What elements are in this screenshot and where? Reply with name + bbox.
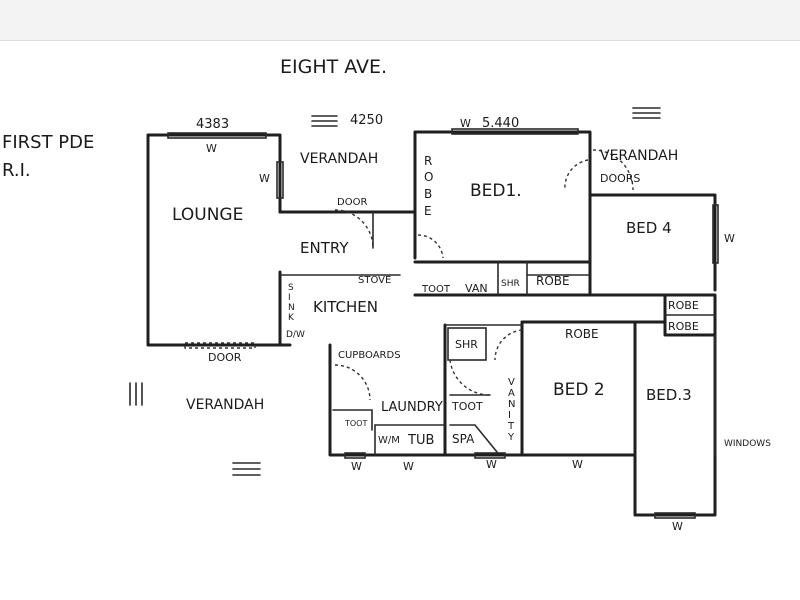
- door-lounge-bottom: [184, 342, 256, 349]
- vanity-y: Y: [507, 432, 515, 443]
- robe-v-o: O: [424, 170, 433, 184]
- wall-bed4: [588, 193, 717, 292]
- room-entry: ENTRY: [300, 239, 349, 257]
- room-kitchen: KITCHEN: [313, 298, 378, 316]
- laundry-toot-box: [332, 409, 373, 431]
- wall-laundry: [328, 343, 637, 457]
- robe-v-e: E: [424, 204, 432, 218]
- robe-bed2: ROBE: [565, 327, 599, 341]
- sink-vertical-label: S I N K: [288, 283, 295, 323]
- w-bed3: W: [672, 520, 683, 533]
- room-bed3: BED.3: [646, 386, 692, 404]
- dim-lounge: 4383: [196, 117, 229, 132]
- wall-lounge-outer: [146, 133, 292, 347]
- doors-verandah-label: DOORS: [600, 172, 640, 185]
- window-bed1-top: [451, 128, 579, 135]
- w-bed1-top: W: [460, 117, 471, 130]
- vanity-vertical-label: V A N I T Y: [507, 377, 515, 443]
- wm-label: W/M: [378, 435, 400, 446]
- laundry-shower-box: [447, 327, 487, 361]
- tub-label: TUB: [407, 433, 434, 448]
- door-lounge-label: DOOR: [208, 351, 242, 364]
- street-left-line2: R.I.: [2, 160, 31, 181]
- vanity-i: I: [508, 410, 511, 421]
- spa-shape: [449, 424, 498, 453]
- robe-vertical-label: R O B E: [424, 154, 433, 218]
- toot-laundry-label: TOOT: [451, 400, 483, 413]
- window-bed3: [654, 512, 696, 519]
- sink-n: N: [288, 303, 295, 313]
- door-swing-laundry: [334, 364, 371, 401]
- vanity-v: V: [508, 377, 515, 388]
- toot-bath: TOOT: [421, 284, 451, 295]
- room-lounge: LOUNGE: [172, 205, 243, 225]
- w-bed2: W: [572, 458, 583, 471]
- robe-v-r: R: [424, 154, 432, 168]
- robe-bed4: ROBE: [668, 299, 699, 312]
- window-lounge-right: [276, 161, 284, 199]
- window-bed4: [712, 204, 719, 264]
- vanity-a: A: [508, 388, 515, 399]
- street-top-label: EIGHT AVE.: [280, 56, 387, 78]
- robe-v-b: B: [424, 187, 432, 201]
- w-laundry-1: W: [351, 460, 362, 473]
- room-laundry: LAUNDRY: [381, 400, 443, 415]
- stove-label: STOVE: [358, 275, 391, 286]
- wall-bed3: [633, 320, 717, 517]
- hatch-marks: [129, 107, 661, 476]
- door-swing-entry: [334, 209, 374, 249]
- room-verandah-top: VERANDAH: [300, 151, 378, 167]
- robe-bed1: ROBE: [536, 274, 570, 288]
- w-bath: W: [486, 458, 497, 471]
- dw-label: D/W: [286, 330, 305, 340]
- top-band: [0, 0, 800, 41]
- shr-bath: SHR: [501, 279, 520, 289]
- van-bath: VAN: [465, 282, 488, 295]
- dim-bed1: 5.440: [482, 116, 519, 131]
- door-swing-bed2: [494, 329, 523, 361]
- room-verandah-right: VERANDAH: [600, 148, 678, 164]
- window-laundry: [344, 452, 366, 459]
- door-entry-label: DOOR: [337, 197, 367, 208]
- spa-label: SPA: [452, 432, 475, 446]
- w-laundry-2: W: [403, 460, 414, 473]
- w-lounge-top: W: [206, 142, 217, 155]
- sink-k: K: [288, 313, 295, 323]
- door-swing-robe: [417, 234, 444, 259]
- cupboards-label: CUPBOARDS: [338, 350, 401, 361]
- sink-i: I: [288, 293, 291, 303]
- room-verandah-bottom: VERANDAH: [186, 397, 264, 413]
- windows: [167, 128, 719, 519]
- window-lounge-top: [167, 132, 267, 139]
- toot-small-label: TOOT: [344, 419, 367, 428]
- w-bed4: W: [724, 232, 735, 245]
- shr-laundry-label: SHR: [455, 338, 478, 351]
- dim-middle: 4250: [350, 113, 383, 128]
- door-swing-verandah: [592, 149, 634, 191]
- vanity-t: T: [507, 421, 515, 432]
- street-left-line1: FIRST PDE: [2, 132, 94, 153]
- windows-label: WINDOWS: [724, 439, 771, 449]
- room-bed1: BED1.: [470, 181, 522, 201]
- room-bed2: BED 2: [553, 380, 605, 400]
- doors: [334, 149, 634, 401]
- vanity-n: N: [508, 399, 515, 410]
- door-swing-shower: [449, 359, 491, 396]
- walls: [146, 130, 717, 517]
- w-lounge-side: W: [259, 172, 270, 185]
- window-bath: [474, 452, 506, 459]
- room-bed4: BED 4: [626, 219, 672, 237]
- robe-bed3: ROBE: [668, 320, 699, 333]
- wall-bed1: [413, 130, 592, 297]
- door-swing-bed1: [564, 159, 589, 191]
- sink-s: S: [288, 283, 294, 293]
